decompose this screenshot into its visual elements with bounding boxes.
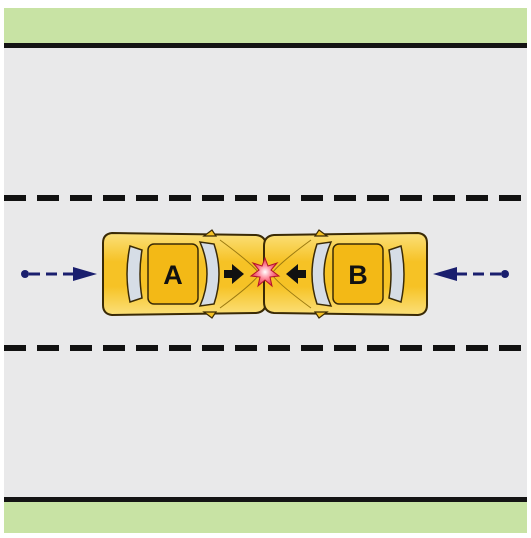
car-b-label: B [348, 260, 368, 290]
lane-dash [103, 345, 125, 351]
lane-dash [136, 195, 158, 201]
lane-dash [103, 195, 125, 201]
lane-dash [466, 345, 488, 351]
lane-dash [301, 195, 323, 201]
lane-dash [400, 195, 422, 201]
lane-dash [334, 345, 356, 351]
lane-dash [70, 345, 92, 351]
lane-dash [433, 195, 455, 201]
car-a: A [103, 230, 266, 318]
lane-dash [37, 195, 59, 201]
lane-dash [433, 345, 455, 351]
lane-dash [499, 345, 521, 351]
top-grass-verge [4, 8, 527, 44]
lane-dash [169, 195, 191, 201]
lane-dash [169, 345, 191, 351]
lane-dash [268, 345, 290, 351]
lane-dash [235, 195, 257, 201]
car-a-label: A [163, 260, 183, 290]
lane-dash [70, 195, 92, 201]
lane-dash [235, 345, 257, 351]
lane-dash [4, 345, 26, 351]
bottom-grass-verge [4, 502, 527, 533]
lane-dash [499, 195, 521, 201]
lane-dash [367, 195, 389, 201]
lane-dash [334, 195, 356, 201]
lane-dash [268, 195, 290, 201]
lane-dash [400, 345, 422, 351]
lane-dash [202, 345, 224, 351]
lane-dash [136, 345, 158, 351]
car-b: B [264, 230, 427, 318]
bottom-road-edge-line [4, 497, 527, 502]
lane-dash [202, 195, 224, 201]
lane-dash [4, 195, 26, 201]
lane-dash [466, 195, 488, 201]
top-road-edge-line [4, 43, 527, 48]
lane-dash [367, 345, 389, 351]
lane-dash [301, 345, 323, 351]
lane-dash [37, 345, 59, 351]
